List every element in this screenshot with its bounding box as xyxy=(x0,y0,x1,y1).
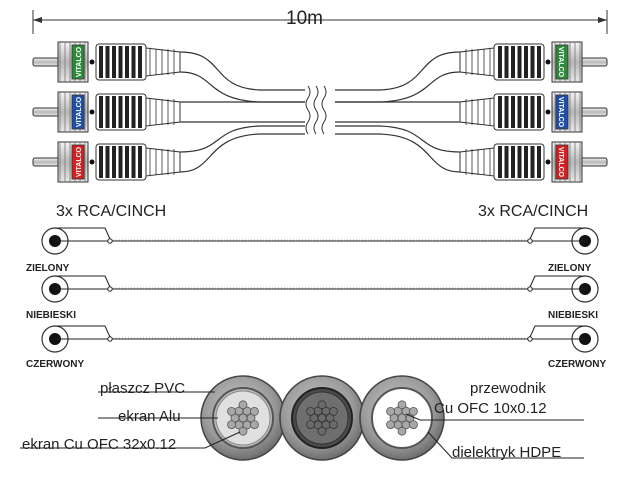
jacket-label: płaszcz PVC xyxy=(100,380,186,397)
cable-wires xyxy=(179,51,461,173)
conductor-strand xyxy=(250,420,259,430)
conductor-strand xyxy=(409,420,418,430)
right-end-label: 3x RCA/CINCH xyxy=(478,203,589,220)
braid-shield-label: ekran Cu OFC 32x0.12 xyxy=(22,436,177,453)
conductor-strand xyxy=(397,426,407,436)
conductor-strand xyxy=(386,420,395,430)
leader-lines xyxy=(20,391,584,459)
channel-name-left-red: CZERWONY xyxy=(26,359,85,370)
channel-name-right-green: ZIELONY xyxy=(548,263,592,274)
left-end-label: 3x RCA/CINCH xyxy=(56,203,167,220)
rca-connectors: VITALCO VITALCO VITALCO VITALCO VITALCO VITAL… xyxy=(32,41,608,183)
channel-name-left-blue: NIEBIESKI xyxy=(26,310,77,321)
schematic-line-blue xyxy=(41,275,599,303)
cross-section-dielectric xyxy=(359,375,445,461)
rca-plug-right-red: VITALCO xyxy=(459,141,608,183)
brand-label: VITALCO xyxy=(557,97,564,128)
conductor-strand xyxy=(238,426,248,436)
conductor-strand xyxy=(386,406,395,416)
conductor-strand xyxy=(329,420,338,430)
channel-name-right-blue: NIEBIESKI xyxy=(548,310,599,321)
conductor-strand xyxy=(227,420,236,430)
conductor-strand xyxy=(317,400,327,410)
brand-label: VITALCO xyxy=(557,147,564,178)
conductor-label-line2: Cu OFC 10x0.12 xyxy=(434,400,547,417)
schematic-line-green xyxy=(41,227,599,255)
conductor-strand xyxy=(306,406,315,416)
cross-section-full xyxy=(200,375,286,461)
channel-name-right-red: CZERWONY xyxy=(548,359,607,370)
cable-length-label: 10m xyxy=(286,8,323,29)
brand-label: VITALCO xyxy=(557,47,564,78)
channel-name-left-green: ZIELONY xyxy=(26,263,70,274)
rca-plug-left-red: VITALCO xyxy=(32,141,181,183)
rca-plug-left-blue: VITALCO xyxy=(32,91,181,133)
cable-break-marks xyxy=(305,85,327,135)
conductor-strand xyxy=(227,406,236,416)
cross-section-braid xyxy=(279,375,365,461)
rca-plug-right-green: VITALCO xyxy=(459,41,608,83)
brand-label: VITALCO xyxy=(76,96,83,127)
conductor-strand xyxy=(329,406,338,416)
rca-plug-left-green: VITALCO xyxy=(32,41,181,83)
wiring-schematic xyxy=(41,227,599,353)
rca-plug-right-blue: VITALCO xyxy=(459,91,608,133)
brand-label: VITALCO xyxy=(76,46,83,77)
foil-shield-label: ekran Alu xyxy=(118,408,181,425)
cable-cross-sections xyxy=(20,375,584,461)
conductor-strand xyxy=(250,406,259,416)
conductor-strand xyxy=(397,400,407,410)
conductor-label-line1: przewodnik xyxy=(470,380,546,397)
conductor-strand xyxy=(306,420,315,430)
length-dimension xyxy=(32,10,608,34)
dielectric-label: dielektryk HDPE xyxy=(452,444,562,461)
schematic-line-red xyxy=(41,325,599,353)
brand-label: VITALCO xyxy=(76,146,83,177)
conductor-strand xyxy=(238,400,248,410)
conductor-strand xyxy=(317,426,327,436)
conductor-strand xyxy=(409,406,418,416)
